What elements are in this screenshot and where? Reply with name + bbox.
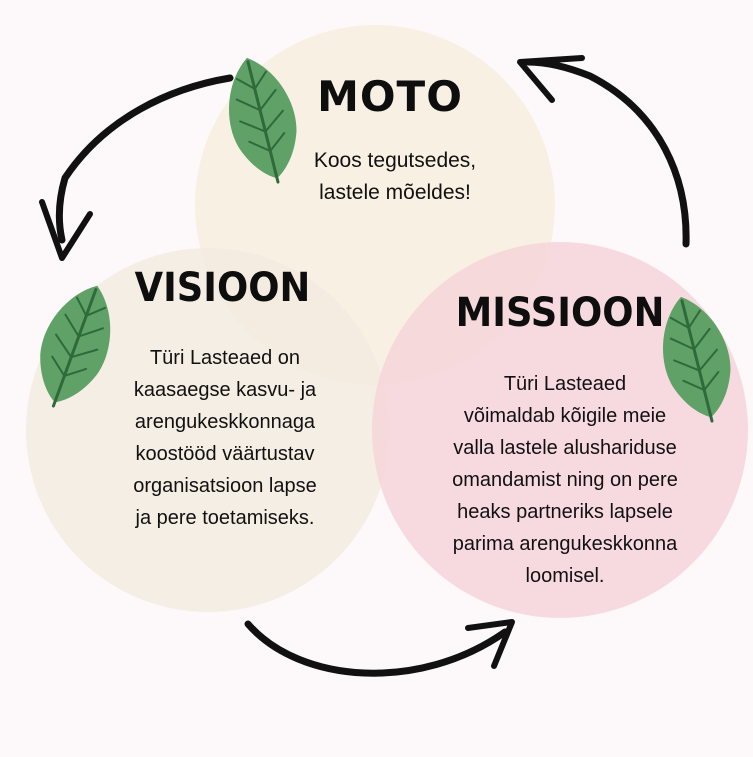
visioon-text: Türi Lasteaed on kaasaegse kasvu- ja are…	[133, 347, 317, 529]
missioon-text: Türi Lasteaed võimaldab kõigile meie val…	[452, 373, 678, 587]
cycle-arrow-right-icon	[517, 55, 690, 248]
visioon-circle	[26, 248, 390, 612]
moto-text: Koos tegutsedes, lastele mõeldes!	[313, 149, 477, 204]
visioon-title: VISIOON	[134, 265, 311, 311]
cycle-arrow-left-icon	[39, 74, 234, 261]
cycle-arrow-bottom-icon	[244, 619, 515, 677]
missioon-circle	[372, 242, 748, 618]
missioon-title: MISSIOON	[455, 290, 665, 336]
moto-title: MOTO	[317, 72, 463, 121]
